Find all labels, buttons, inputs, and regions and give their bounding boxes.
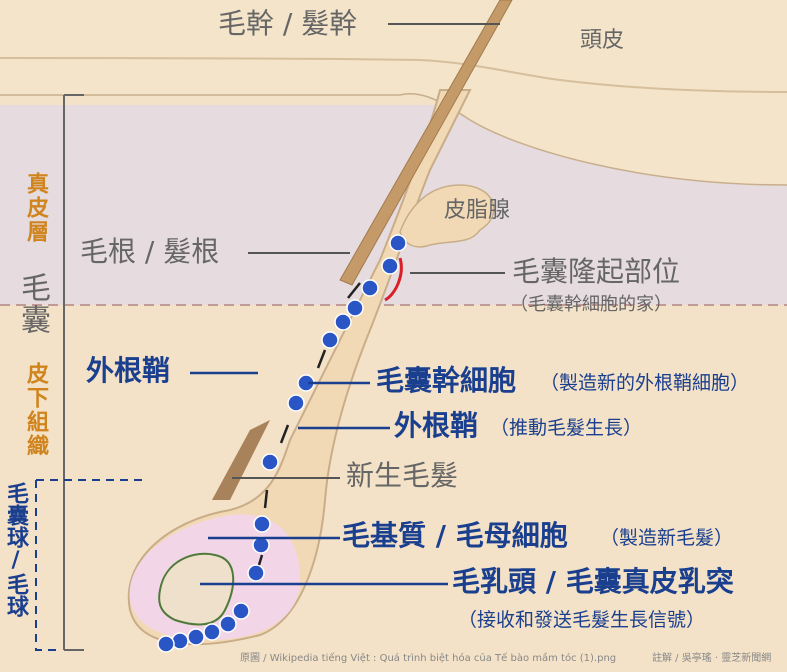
new-hair-shape <box>212 420 270 500</box>
label-papilla-note: （接收和發送毛髮生長信號） <box>458 609 706 631</box>
label-bulge-note: （毛囊幹細胞的家） <box>510 294 672 315</box>
epidermis-layer <box>0 0 787 185</box>
label-scalp: 頭皮 <box>580 28 625 53</box>
label-hair-root: 毛根 / 髮根 <box>80 235 220 268</box>
label-stem-cells: 毛囊幹細胞 <box>376 364 517 397</box>
label-bulge: 毛囊隆起部位 <box>512 255 681 288</box>
label-follicle: 毛囊 <box>15 272 50 336</box>
bulb-bracket <box>35 479 145 651</box>
growth-arrows <box>257 282 361 566</box>
stem-cells <box>157 234 407 653</box>
dermal-papilla <box>158 552 235 626</box>
label-new-hair: 新生毛髮 <box>346 459 459 492</box>
label-outer-sheath-left: 外根鞘 <box>86 354 171 387</box>
label-subcutaneous: 皮下組織 <box>23 362 48 458</box>
skin-surface-line <box>0 93 787 186</box>
blue-leader-lines <box>190 371 448 586</box>
label-hair-bulb: 毛囊球/毛球 <box>3 482 28 617</box>
gray-leader-lines <box>232 23 505 479</box>
credit-source: 原圖 / Wikipedia tiếng Việt : Quá trình bi… <box>240 653 617 664</box>
bulge-outline <box>384 257 403 302</box>
credit-annotation: 註解 / 吳亭瑤 · 靈芝新聞網 <box>652 653 772 664</box>
label-sebaceous-gland: 皮脂腺 <box>444 198 511 223</box>
label-outer-sheath-right: 外根鞘 <box>394 409 479 442</box>
label-papilla: 毛乳頭 / 毛囊真皮乳突 <box>452 565 734 598</box>
hair-shaft-shape <box>339 0 513 286</box>
label-dermis: 真皮層 <box>23 172 48 244</box>
sebaceous-gland-shape <box>399 184 495 248</box>
label-outer-sheath-note: （推動毛髮生長） <box>490 417 643 439</box>
label-stem-cells-note: （製造新的外根鞘細胞） <box>540 372 750 394</box>
label-hair-shaft: 毛幹 / 髮幹 <box>218 7 358 40</box>
label-matrix: 毛基質 / 毛母細胞 <box>342 519 568 552</box>
label-matrix-note: （製造新毛髮） <box>600 527 734 549</box>
